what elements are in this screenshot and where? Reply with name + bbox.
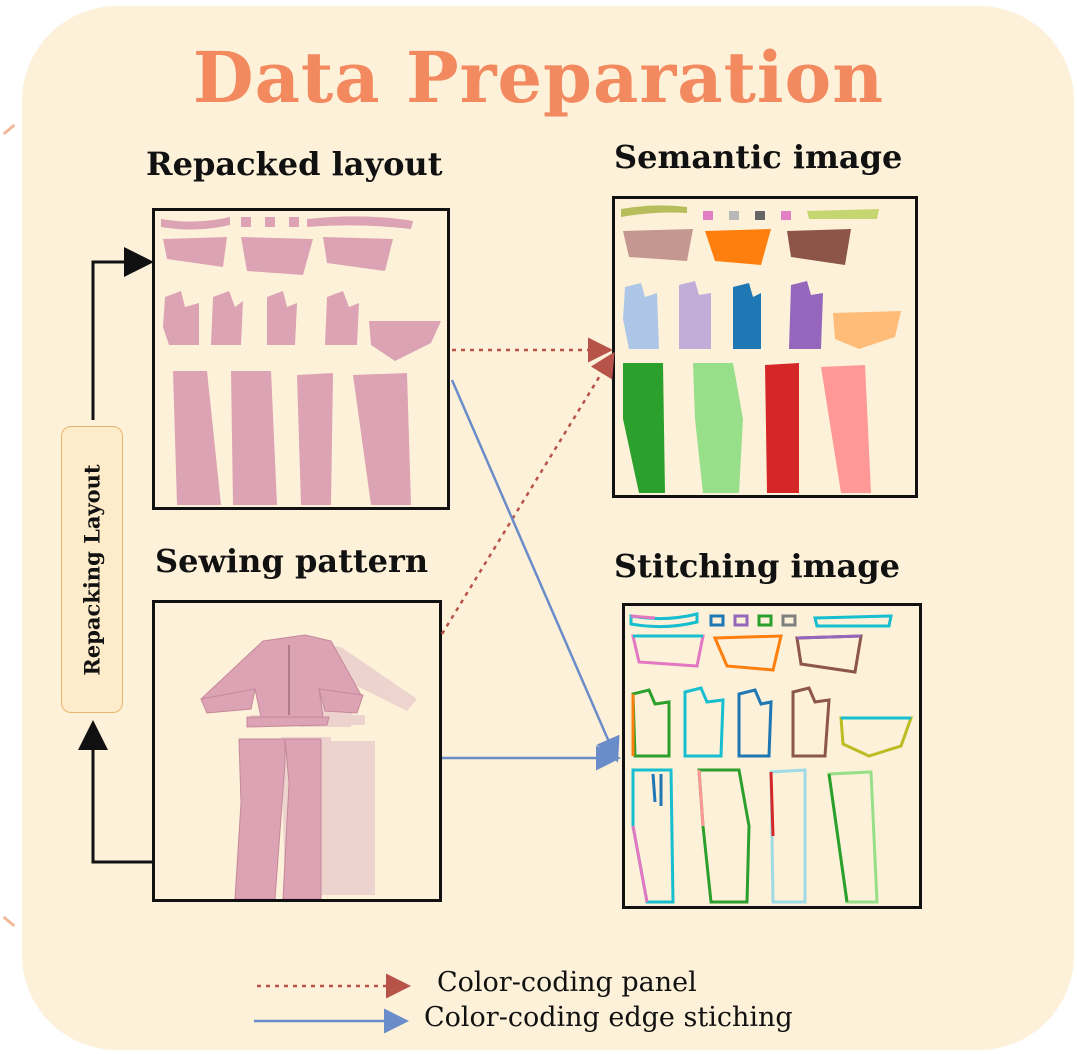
- background-card: [22, 6, 1074, 1050]
- repacking-loop-arrow: [78, 247, 155, 864]
- panel-arrow-sewing-to-semantic: [440, 351, 615, 635]
- repacking-layout-box: [61, 426, 123, 713]
- heading-stitching-image: Stitching image: [614, 547, 900, 585]
- legend-color-coding-edge: Color-coding edge stiching: [424, 1002, 793, 1033]
- semantic-pieces: [621, 205, 901, 493]
- stitching-pieces: [629, 612, 914, 904]
- sewing-pieces: [200, 634, 417, 900]
- repacked-pieces: [161, 216, 441, 505]
- repacked-layout-panel: [152, 208, 450, 510]
- heading-sewing-pattern: Sewing pattern: [155, 542, 429, 580]
- semantic-image-panel: [612, 196, 918, 498]
- stitching-image-panel: [622, 603, 922, 909]
- legend-color-coding-panel: Color-coding panel: [437, 967, 697, 998]
- sewing-pattern-panel: [152, 600, 442, 902]
- edge-arrow-repacked-to-stitching: [450, 379, 620, 763]
- diagram-title: Data Preparation: [192, 36, 885, 119]
- heading-repacked-layout: Repacked layout: [146, 145, 443, 183]
- heading-semantic-image: Semantic image: [614, 138, 903, 176]
